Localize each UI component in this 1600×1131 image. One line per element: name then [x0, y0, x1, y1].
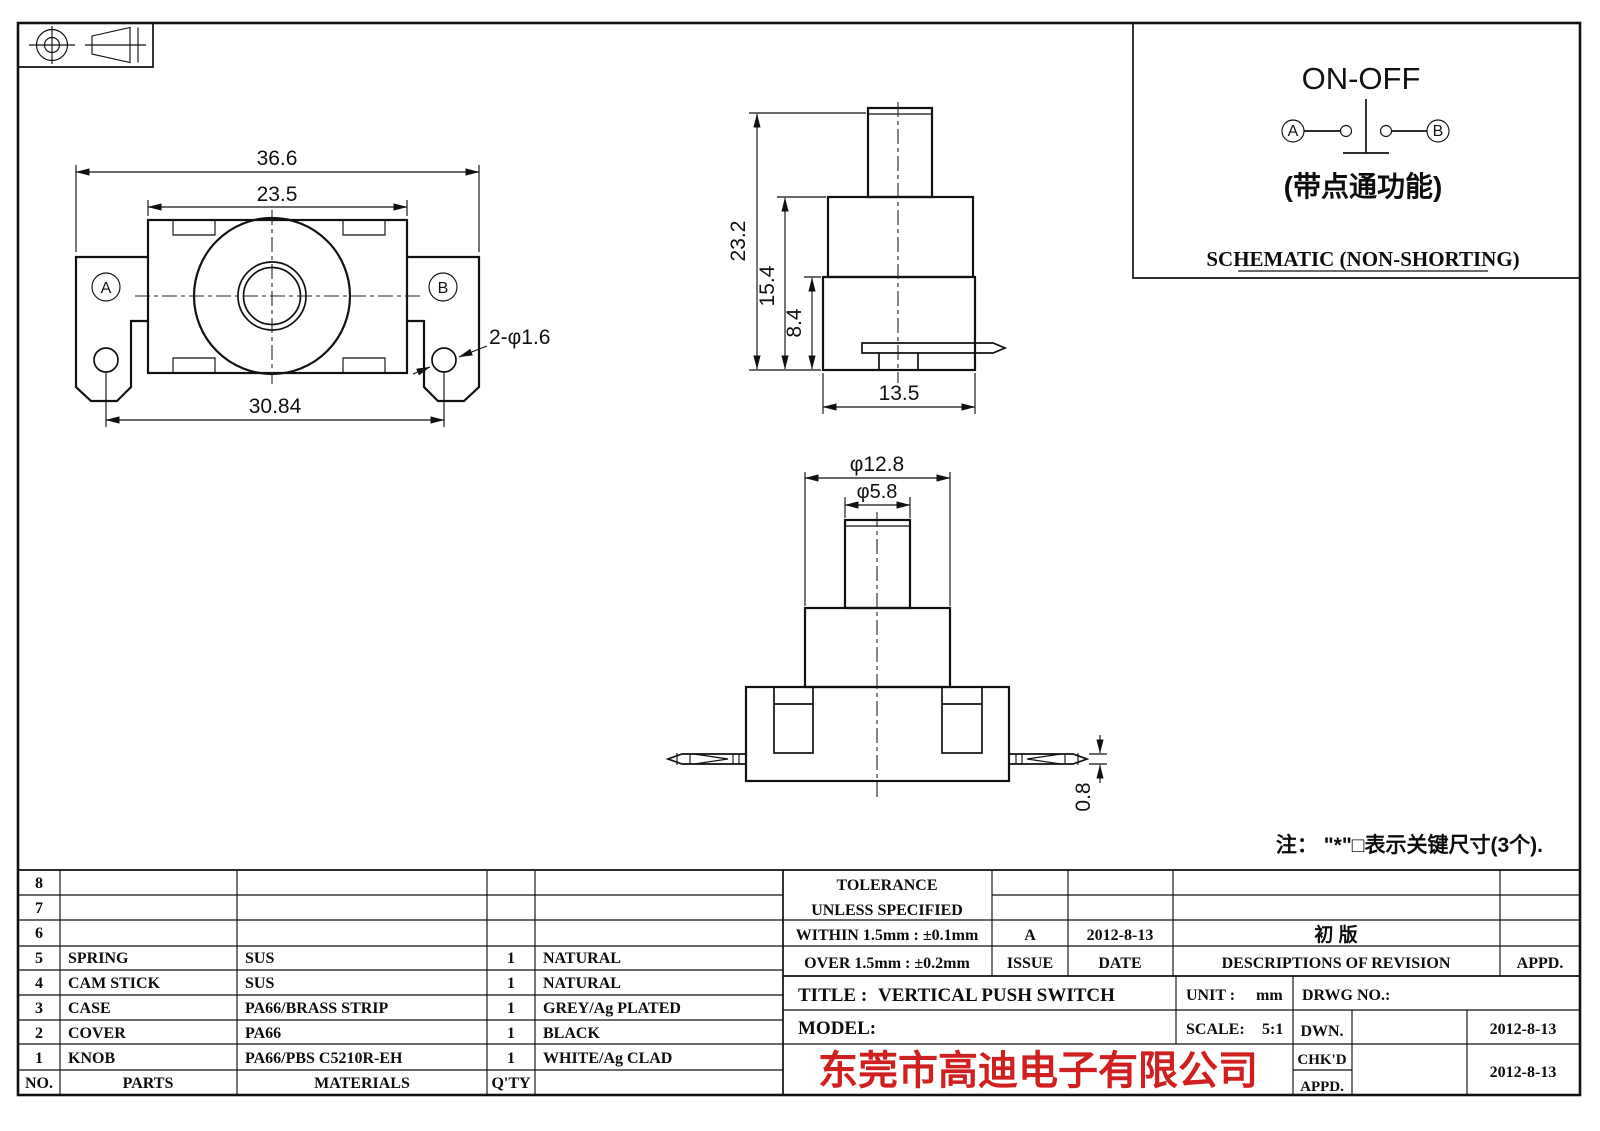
revision-date-value: 2012-8-13 [1087, 927, 1154, 944]
header-parts: PARTS [123, 1075, 174, 1092]
row5-no: 5 [35, 950, 43, 967]
dim-body-height: 15.4 [756, 265, 779, 306]
dim-hole-span: 30.84 [249, 395, 302, 418]
terminal-a-label: A [101, 280, 112, 297]
header-qty: Q'TY [491, 1075, 531, 1092]
table-grid [18, 869, 1580, 1095]
row1-part: KNOB [68, 1050, 115, 1067]
company-name: 东莞市高迪电子有限公司 [818, 1049, 1258, 1093]
row4-part: CAM STICK [68, 975, 161, 992]
row1-qty: 1 [507, 1050, 515, 1067]
projection-circle-icon [29, 26, 75, 64]
appd-label: APPD. [1300, 1079, 1344, 1095]
row5-material: SUS [245, 950, 274, 967]
dim-base-height: 8.4 [783, 308, 806, 338]
dim-total-width: 36.6 [257, 147, 298, 170]
row5-qty: 1 [507, 950, 515, 967]
row3-part: CASE [68, 1000, 111, 1017]
title-value: VERTICAL PUSH SWITCH [878, 985, 1115, 1006]
key-dimension-note: 注： "*"□表示关键尺寸(3个). [1276, 833, 1543, 857]
row3-color: GREY/Ag PLATED [543, 1000, 681, 1017]
title-block: TITLE : VERTICAL PUSH SWITCH UNIT : mm D… [798, 985, 1556, 1095]
row2-no: 2 [35, 1025, 43, 1042]
header-materials: MATERIALS [314, 1075, 410, 1092]
row3-no: 3 [35, 1000, 43, 1017]
unit-value: mm [1256, 987, 1283, 1004]
row4-material: SUS [245, 975, 274, 992]
dim-shaft-diameter: φ5.8 [857, 481, 898, 503]
revision-date-label: DATE [1098, 955, 1141, 972]
row5-part: SPRING [68, 950, 129, 967]
dim-total-height: 23.2 [727, 221, 750, 262]
row5-color: NATURAL [543, 950, 621, 967]
header-no: NO. [25, 1075, 53, 1092]
row2-part: COVER [68, 1025, 126, 1042]
row4-color: NATURAL [543, 975, 621, 992]
tolerance-block: TOLERANCE UNLESS SPECIFIED WITHIN 1.5mm … [796, 877, 979, 972]
dim-terminal-thickness: 0.8 [1072, 782, 1095, 811]
row4-qty: 1 [507, 975, 515, 992]
row4-no: 4 [35, 975, 43, 992]
revision-issue-label: ISSUE [1007, 955, 1053, 972]
top-view: A B 36.6 23.5 30.84 2-φ1.6 [74, 147, 550, 427]
drwg-no-label: DRWG NO.: [1302, 987, 1390, 1004]
dim-case-width: 23.5 [257, 183, 298, 206]
dwn-label: DWN. [1300, 1023, 1343, 1040]
row3-material: PA66/BRASS STRIP [245, 1000, 389, 1017]
dim-mounting-holes: 2-φ1.6 [489, 326, 550, 349]
row7-no: 7 [35, 900, 43, 917]
tolerance-within: WITHIN 1.5mm : ±0.1mm [796, 927, 979, 944]
drawing-border-frame [16, 21, 1582, 1097]
row2-color: BLACK [543, 1025, 600, 1042]
row1-material: PA66/PBS C5210R-EH [245, 1050, 403, 1067]
schematic-terminal-a: A [1288, 123, 1299, 140]
terminal-b-label: B [438, 280, 449, 297]
scale-label: SCALE: [1186, 1021, 1245, 1038]
revision-issue-value: A [1024, 927, 1036, 944]
projection-symbol-box [18, 23, 154, 68]
schematic-terminal-b: B [1433, 123, 1444, 140]
schematic-function-note: (带点通功能) [1284, 171, 1443, 202]
revision-appd-label: APPD. [1517, 955, 1564, 972]
row1-color: WHITE/Ag CLAD [543, 1050, 672, 1067]
chkd-label: CHK'D [1297, 1052, 1346, 1068]
schematic-caption: SCHEMATIC (NON-SHORTING) [1206, 247, 1519, 271]
row6-no: 6 [35, 925, 43, 942]
dwn-date: 2012-8-13 [1490, 1021, 1557, 1038]
front-elevation-view: φ12.8 φ5.8 0.8 [665, 453, 1107, 812]
dim-base-width: 13.5 [879, 382, 920, 405]
model-label: MODEL: [798, 1018, 876, 1039]
projection-frustum-icon [85, 26, 146, 64]
tolerance-over: OVER 1.5mm : ±0.2mm [804, 955, 970, 972]
title-label: TITLE : [798, 985, 867, 1006]
side-view: 23.2 15.4 8.4 13.5 [727, 102, 1008, 414]
revision-description-value: 初 版 [1314, 923, 1357, 946]
row8-no: 8 [35, 875, 43, 892]
right-terminal [1009, 753, 1090, 765]
row3-qty: 1 [507, 1000, 515, 1017]
row2-material: PA66 [245, 1025, 281, 1042]
tolerance-line2: UNLESS SPECIFIED [811, 902, 963, 919]
switch-symbol: A B [1281, 99, 1450, 154]
dim-body-diameter: φ12.8 [850, 453, 905, 476]
chkd-date: 2012-8-13 [1490, 1064, 1557, 1081]
row2-qty: 1 [507, 1025, 515, 1042]
unit-label: UNIT : [1186, 987, 1235, 1004]
schematic-box: ON-OFF A B (带点通功能) SCHEMATIC (NON-SHORTI… [1132, 23, 1580, 279]
row1-no: 1 [35, 1050, 43, 1067]
parts-table: 8 7 6 5 SPRING SUS 1 NATURAL 4 CAM STICK… [25, 875, 681, 1092]
revision-descriptions-label: DESCRIPTIONS OF REVISION [1222, 955, 1451, 972]
left-terminal [665, 753, 746, 765]
schematic-title: ON-OFF [1302, 61, 1421, 96]
scale-value: 5:1 [1262, 1021, 1283, 1038]
tolerance-line1: TOLERANCE [836, 877, 937, 894]
revision-table: A 2012-8-13 初 版 ISSUE DATE DESCRIPTIONS … [1007, 923, 1563, 972]
